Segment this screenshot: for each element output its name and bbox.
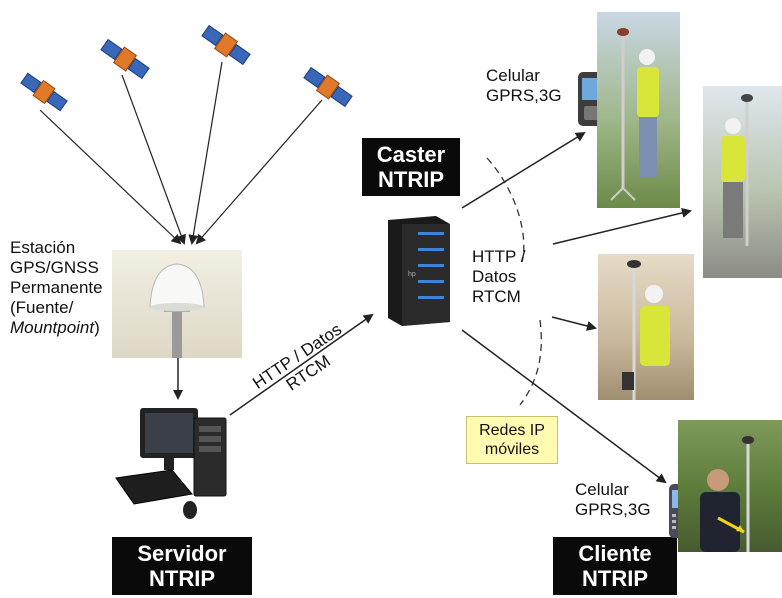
server-to-caster-arrow [229, 313, 374, 416]
caster-client-link-label: HTTP / Datos RTCM [472, 247, 542, 307]
mobile-network-arc-top [486, 157, 525, 263]
caster-server-icon: hp [388, 216, 450, 326]
satellite-icon [201, 24, 251, 66]
caster-to-client-4-arrow [461, 329, 667, 484]
gnss-antenna-dome-icon [149, 263, 205, 358]
client-label-line: Cliente [578, 541, 652, 566]
satellite-icon [100, 38, 150, 80]
surveyor-photo-4 [678, 420, 782, 552]
phone-top-label: Celular GPRS,3G [486, 66, 576, 106]
satellite-icon [20, 72, 68, 112]
signal-line-1 [39, 109, 182, 245]
mobile-networks-line: Redes IP [479, 422, 545, 439]
caster-label-line: NTRIP [378, 167, 444, 192]
server-brand-text: hp [408, 271, 416, 278]
surveyor-rover-icon [610, 28, 659, 201]
mobile-networks-box: Redes IP móviles [466, 416, 558, 464]
caster-label-line: Caster [376, 142, 446, 167]
signal-line-3 [188, 61, 223, 245]
phone-label-line: GPRS,3G [486, 86, 562, 105]
station-label-line: Estación [10, 238, 76, 257]
caster-to-client-2-arrow [552, 208, 692, 245]
surveyor-photo-2 [703, 86, 782, 278]
surveyor-photo-1 [597, 12, 680, 208]
station-label-tail: ) [94, 318, 100, 337]
surveyor-rover-icon [700, 436, 754, 552]
phone-label-line: Celular [575, 480, 629, 499]
station-label-line: Mountpoint) [10, 318, 120, 338]
mobile-network-arc-bottom [519, 319, 542, 406]
client-label-line: NTRIP [582, 566, 648, 591]
client-label-box: Cliente NTRIP [553, 537, 677, 595]
gnss-station-image [112, 250, 242, 358]
surveyor-photo-3 [598, 254, 694, 400]
server-label-box: Servidor NTRIP [112, 537, 252, 595]
link-label-line: RTCM [472, 287, 521, 306]
mountpoint-text: Mountpoint [10, 318, 95, 337]
server-label-line: NTRIP [149, 566, 215, 591]
server-label-line: Servidor [137, 541, 227, 566]
signal-line-2 [121, 74, 186, 245]
server-computer-icon [115, 408, 227, 519]
station-label: Estación GPS/GNSS Permanente (Fuente/ Mo… [10, 238, 120, 338]
station-label-line: GPS/GNSS [10, 258, 99, 277]
link-label-line: HTTP / [472, 247, 526, 266]
phone-label-line: GPRS,3G [575, 500, 651, 519]
signal-line-4 [195, 99, 323, 245]
surveyor-rover-icon [721, 94, 753, 246]
surveyor-rover-icon [622, 260, 670, 400]
satellite-icon [303, 66, 353, 108]
caster-to-client-3-arrow [551, 316, 597, 331]
mobile-networks-line: móviles [484, 441, 540, 458]
caster-to-client-1-arrow [461, 131, 586, 209]
phone-label-line: Celular [486, 66, 540, 85]
link-label-line: Datos [472, 267, 517, 286]
caster-label-box: Caster NTRIP [362, 138, 460, 196]
station-label-line: (Fuente/ [10, 298, 74, 317]
phone-bottom-label: Celular GPRS,3G [575, 480, 665, 520]
station-label-line: Permanente [10, 278, 103, 297]
